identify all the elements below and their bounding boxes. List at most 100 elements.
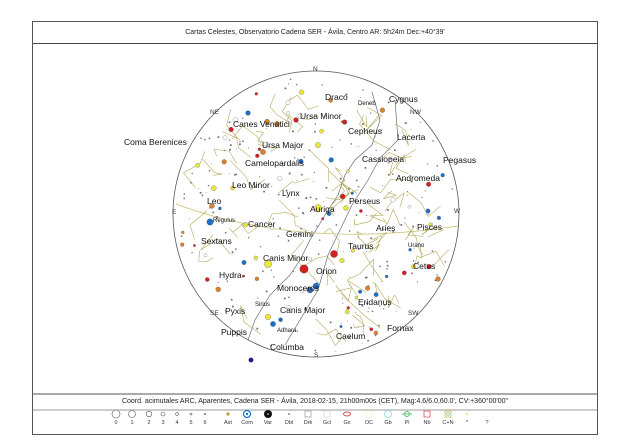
- constellation-label: Auriga: [310, 204, 335, 214]
- star: [348, 230, 351, 232]
- star: [392, 230, 395, 233]
- legend-symbol-icon: [288, 413, 290, 415]
- bright-star: [312, 282, 320, 290]
- constellation-label: Perseus: [349, 196, 381, 206]
- star: [270, 269, 273, 271]
- star: [283, 297, 286, 300]
- star: [316, 225, 318, 228]
- constellation-line: [408, 192, 441, 217]
- bright-star: [293, 117, 299, 123]
- magnitude-icon: [160, 411, 166, 417]
- star: [210, 163, 212, 165]
- legend-symbol-icon: [242, 409, 252, 419]
- legend-label: *: [465, 420, 469, 426]
- star: [254, 185, 257, 188]
- legend-symbol: [457, 409, 477, 419]
- bright-star: [285, 100, 291, 105]
- star: [270, 344, 273, 347]
- constellation-label: Caelum: [336, 331, 366, 341]
- bright-star: [321, 217, 325, 221]
- constellation-line: [198, 250, 214, 263]
- bright-star: [260, 149, 266, 155]
- constellation-line: [231, 125, 262, 144]
- bright-star: [218, 206, 222, 211]
- bright-star: [243, 222, 248, 228]
- legend-item: 5: [181, 409, 201, 426]
- star: [418, 212, 420, 214]
- bright-star: [203, 253, 208, 258]
- constellation-line: [389, 149, 417, 177]
- legend-label: 6: [203, 420, 207, 426]
- constellation-label: Canis Minor: [263, 253, 309, 263]
- magnitude-icon: [145, 410, 153, 418]
- star: [386, 208, 389, 211]
- star: [324, 115, 326, 117]
- constellation-line: [323, 227, 340, 253]
- star: [259, 246, 262, 248]
- legend-item: Ast: [218, 409, 238, 426]
- constellation-label: Coma Berenices: [124, 137, 187, 147]
- constellation-line: [384, 192, 405, 212]
- bright-star: [254, 92, 258, 96]
- star: [365, 251, 367, 253]
- star: [329, 321, 332, 324]
- magnitude-icon: [128, 410, 136, 418]
- constellation-label: Canis Major: [280, 305, 326, 315]
- constellation-line: [235, 136, 252, 159]
- constellation-line: [368, 235, 383, 254]
- constellation-line: [362, 251, 384, 283]
- bright-star: [299, 89, 305, 95]
- bright-star: [206, 218, 214, 226]
- bright-star: [365, 285, 371, 291]
- bright-star: [232, 117, 239, 123]
- star: [338, 339, 340, 341]
- legend-label: Ast: [224, 420, 232, 426]
- star: [208, 137, 211, 140]
- star: [386, 268, 388, 270]
- star: [228, 121, 231, 124]
- star: [331, 146, 333, 148]
- star: [231, 305, 234, 308]
- star: [288, 296, 290, 299]
- constellation-line: [290, 240, 318, 283]
- legend-item: Gb: [378, 409, 398, 426]
- star: [216, 217, 218, 220]
- star: [287, 240, 290, 242]
- star: [368, 307, 370, 309]
- star: [335, 350, 337, 352]
- ecliptic-line: [175, 203, 459, 235]
- legend-item: 3: [153, 409, 173, 426]
- legend-item: 6: [195, 409, 215, 426]
- constellation-label: Pyxis: [225, 306, 246, 316]
- star: [388, 305, 390, 307]
- legend-symbol: [438, 409, 458, 419]
- star: [379, 305, 381, 307]
- star: [373, 282, 375, 284]
- legend-label: 4: [175, 420, 179, 426]
- star: [350, 326, 353, 329]
- star: [242, 117, 244, 119]
- horizon-circle: [172, 70, 460, 358]
- constellation-line: [316, 328, 347, 342]
- constellation-line: [331, 167, 346, 192]
- legend-symbol: [122, 409, 142, 419]
- constellation-line: [255, 130, 267, 143]
- bright-star: [426, 181, 432, 187]
- bright-star: [346, 306, 350, 310]
- star: [273, 276, 275, 278]
- constellation-line: [352, 314, 366, 329]
- legend-symbol: [237, 409, 257, 419]
- bright-star: [286, 305, 291, 311]
- star: [431, 250, 434, 253]
- bright-star: [264, 260, 272, 268]
- constellation-line: [365, 107, 383, 131]
- constellation-line: [228, 223, 244, 238]
- legend-label: Gcl: [322, 420, 332, 426]
- constellation-label: Sextans: [201, 236, 232, 246]
- legend-label: Drk: [303, 420, 313, 426]
- constellation-line: [356, 235, 379, 251]
- legend-item: *: [457, 409, 477, 426]
- bright-star: [193, 244, 196, 247]
- star: [297, 158, 299, 160]
